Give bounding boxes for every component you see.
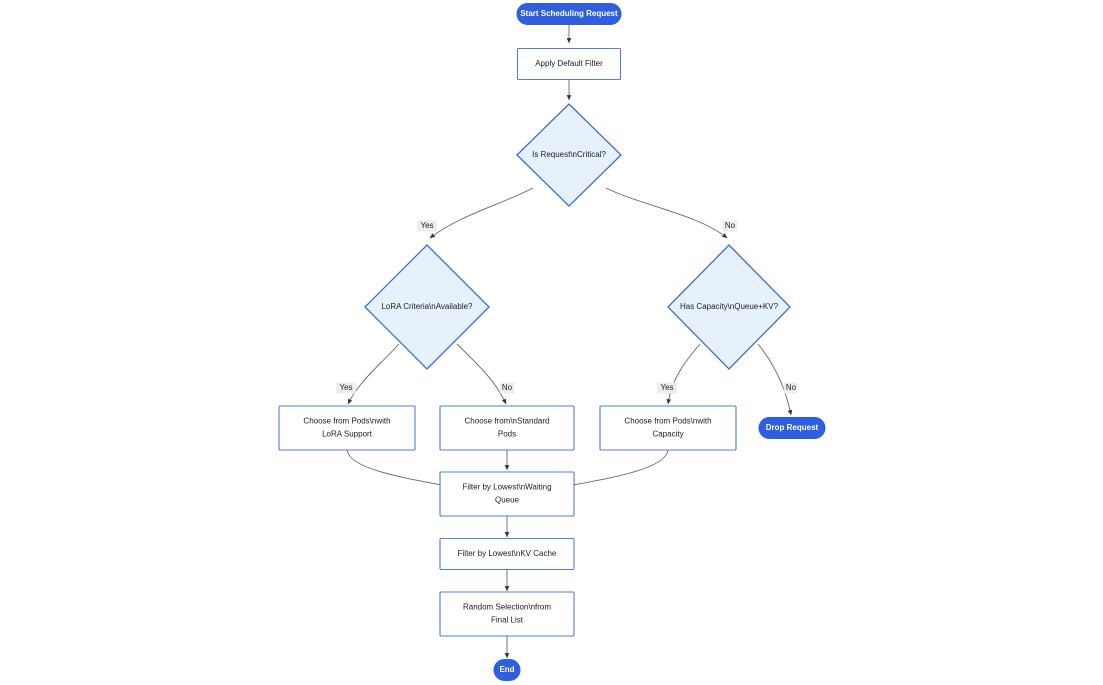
edge-label-e7: Yes: [657, 382, 677, 394]
edge-label-e4: No: [722, 220, 738, 232]
edge-label-chip: [336, 382, 356, 394]
flow-node-label: Filter by Lowest\nKV Cache: [458, 549, 557, 558]
flow-edge: [456, 343, 507, 405]
flow-node-label: End: [499, 665, 514, 674]
edge-label-text: No: [786, 383, 797, 392]
flow-node-label: Choose from Pods\nwith: [303, 417, 390, 426]
flow-node-label: Apply Default Filter: [535, 59, 603, 68]
flow-node-filter_kv_cache[interactable]: Filter by Lowest\nKV Cache: [439, 537, 575, 571]
flow-node-end[interactable]: End: [493, 659, 521, 681]
edge-label-text: No: [502, 383, 513, 392]
edges-layer: [346, 25, 793, 659]
flow-node-label: Pods: [498, 430, 516, 439]
flow-edge: [429, 187, 534, 239]
flow-node-is_request_critical[interactable]: Is Request\nCritical?: [516, 103, 622, 207]
edge-label-e5: Yes: [336, 382, 356, 394]
flow-node-drop_request[interactable]: Drop Request: [758, 417, 826, 439]
flow-node-start[interactable]: Start Scheduling Request: [516, 3, 622, 25]
flow-node-label: LoRA Criteria\nAvailable?: [381, 302, 473, 311]
edge-label-chip: [657, 382, 677, 394]
flow-node-label: Random Selection\nfrom: [463, 603, 551, 612]
edge-label-chip: [417, 220, 437, 232]
flow-node-label: Capacity: [652, 430, 683, 439]
flow-node-label: Has Capacity\nQueue+KV?: [680, 302, 779, 311]
flow-node-label: Final List: [491, 616, 524, 625]
edge-label-chip: [499, 382, 515, 394]
flow-edge: [757, 343, 793, 416]
flow-edge: [347, 343, 400, 405]
flow-node-apply_default_filter[interactable]: Apply Default Filter: [516, 47, 622, 81]
edge-label-e3: Yes: [417, 220, 437, 232]
flow-node-label: Choose from\nStandard: [465, 417, 550, 426]
flow-node-label: Choose from Pods\nwith: [624, 417, 711, 426]
flow-node-lora_criteria_available[interactable]: LoRA Criteria\nAvailable?: [364, 244, 490, 370]
edge-label-text: No: [725, 221, 736, 230]
flow-node-has_capacity[interactable]: Has Capacity\nQueue+KV?: [667, 244, 791, 370]
flow-node-label: Start Scheduling Request: [520, 9, 618, 18]
edge-label-text: Yes: [339, 383, 352, 392]
flow-edge: [666, 343, 701, 405]
flow-edge: [605, 187, 728, 239]
edge-label-chip: [722, 220, 738, 232]
flow-node-label: Filter by Lowest\nWaiting: [462, 483, 551, 492]
edge-label-chip: [783, 382, 799, 394]
flow-node-label: Is Request\nCritical?: [532, 150, 606, 159]
flow-node-label: LoRA Support: [322, 430, 373, 439]
flow-node-label: Queue: [495, 496, 520, 505]
flow-node-label: Drop Request: [766, 423, 819, 432]
edge-label-e8: No: [783, 382, 799, 394]
edge-label-text: Yes: [660, 383, 673, 392]
edge-label-e6: No: [499, 382, 515, 394]
edge-label-text: Yes: [420, 221, 433, 230]
